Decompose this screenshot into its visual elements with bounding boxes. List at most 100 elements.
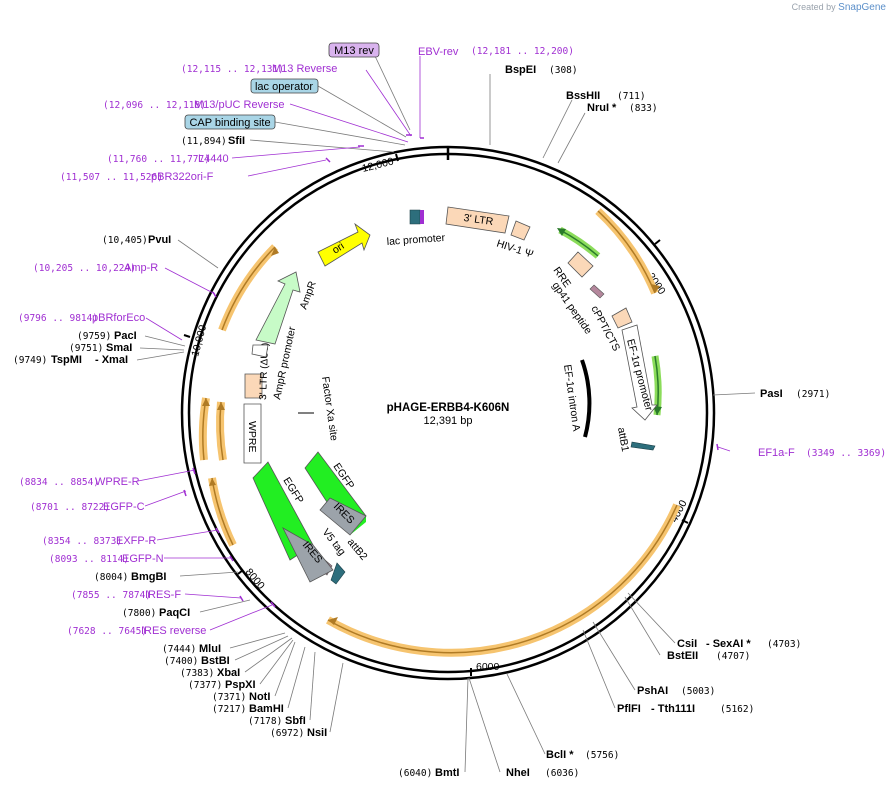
leader-pspxi bbox=[259, 639, 294, 685]
amp-r-coord: (10,205 .. 10,224) bbox=[33, 263, 136, 274]
feature-attb2-label: attB2 bbox=[345, 536, 370, 563]
leader-m13rev bbox=[374, 55, 411, 131]
feature-ef1a-promoter-arrow bbox=[621, 324, 658, 421]
tspmi-coord: (9749) bbox=[13, 355, 47, 366]
nhei-coord: (6036) bbox=[545, 768, 579, 779]
leader-exfp-r bbox=[156, 529, 219, 541]
mlui-label: MluI bbox=[199, 643, 221, 655]
pflfi-coord: (5162) bbox=[720, 704, 754, 715]
feature-3ltr bbox=[445, 206, 510, 234]
primer-tick-egfp-c bbox=[183, 489, 187, 497]
egfp-n-coord: (8093 .. 8114) bbox=[49, 554, 129, 565]
snapgene-credit: Created by SnapGene bbox=[792, 2, 886, 13]
leader-pbr322 bbox=[247, 159, 327, 177]
egfp-n-label: EGFP-N bbox=[122, 553, 164, 565]
bmgbi-coord: (8004) bbox=[94, 572, 128, 583]
lac-operator-badge-label: lac operator bbox=[255, 81, 313, 93]
arc-ef1a-region bbox=[597, 210, 656, 294]
m13puc-coord: (12,096 .. 12,118) bbox=[103, 100, 206, 111]
feature-3ltr-label: 3' LTR bbox=[463, 212, 495, 228]
ires-reverse-label: IRES reverse bbox=[141, 625, 206, 637]
tth111i-label: - Tth111I bbox=[651, 703, 695, 715]
sfii-label: SfiI bbox=[228, 135, 245, 147]
cap-binding-badge bbox=[184, 114, 276, 130]
leader-bmgbi bbox=[179, 571, 239, 577]
pshai-coord: (5003) bbox=[681, 686, 715, 697]
smai-label: SmaI bbox=[106, 342, 132, 354]
feature-ltr-du3-label: 3' LTR (ΔU3) bbox=[258, 342, 271, 400]
pspxi-label: PspXI bbox=[225, 679, 256, 691]
feature-egfp-outer bbox=[252, 461, 314, 561]
leader-bcli bbox=[506, 673, 546, 755]
feature-factor-xa-label: Factor Xa site bbox=[319, 376, 340, 442]
tick-label-12000: 12,000 bbox=[361, 155, 395, 174]
bsshii-coord: (711) bbox=[617, 91, 646, 102]
leader-bsshii bbox=[542, 99, 573, 159]
leader-nrui bbox=[557, 112, 586, 164]
wpre-r-coord: (8834 .. 8854) bbox=[19, 477, 99, 488]
m13-reverse-label: M13 Reverse bbox=[272, 63, 337, 75]
leader-pbrforeco bbox=[145, 317, 183, 341]
bspei-coord: (308) bbox=[549, 65, 578, 76]
feature-lac-promoter-label: lac promoter bbox=[386, 232, 446, 248]
pasi-coord: (2971) bbox=[796, 389, 830, 400]
paqci-label: PaqCI bbox=[159, 607, 190, 619]
ef1a-f-label: EF1a-F bbox=[758, 447, 795, 459]
bspei-label: BspEI bbox=[505, 64, 536, 76]
leader-m13puc bbox=[289, 103, 409, 143]
pasi-label: PasI bbox=[760, 388, 783, 400]
feature-attb2 bbox=[330, 562, 346, 585]
leader-ef1a-f bbox=[717, 446, 731, 452]
leader-paqci bbox=[199, 599, 251, 613]
pbrforeco-coord: (9796 .. 9814) bbox=[18, 313, 98, 324]
plasmid-name: pHAGE-ERBB4-K606N bbox=[387, 402, 510, 414]
m13-reverse-coord: (12,115 .. 12,131) bbox=[181, 64, 284, 75]
l4440-coord: (11,760 .. 11,777) bbox=[107, 154, 210, 165]
leader-tspmi bbox=[136, 351, 185, 361]
exfp-r-label: EXFP-R bbox=[116, 535, 156, 547]
nrui-label: NruI * bbox=[587, 102, 617, 114]
nrui-coord: (833) bbox=[629, 103, 658, 114]
primer-tick-ires-reverse bbox=[270, 601, 276, 608]
leader-ires-f bbox=[184, 593, 242, 599]
cap-binding-badge-label: CAP binding site bbox=[189, 117, 270, 129]
inner-features: 3' LTR HIV-1 Ψ RRE gp41 peptide cPPT/CTS… bbox=[243, 206, 658, 585]
ebv-rev-coord: (12,181 .. 12,200) bbox=[471, 46, 574, 57]
tick-2000 bbox=[654, 239, 661, 245]
leader-amp-r bbox=[164, 267, 216, 295]
leader-smai bbox=[139, 347, 185, 351]
backbone-outer-ring bbox=[180, 145, 716, 681]
bamhi-coord: (7217) bbox=[212, 704, 246, 715]
arrowhead-ltr-inner bbox=[217, 402, 225, 410]
feature-attb1 bbox=[630, 441, 656, 451]
csii-coord: (4703) bbox=[767, 639, 801, 650]
primer-leader-lines bbox=[137, 56, 731, 631]
ires-reverse-coord: (7628 .. 7645) bbox=[67, 626, 147, 637]
primer-tick-wpre-r bbox=[192, 467, 196, 475]
xbai-label: XbaI bbox=[217, 667, 240, 679]
feature-ltr-du3-box bbox=[244, 373, 263, 399]
leader-bmti bbox=[464, 677, 469, 773]
ires-f-coord: (7855 .. 7874) bbox=[71, 590, 151, 601]
feature-attb1-label: attB1 bbox=[615, 426, 631, 452]
outer-arcs bbox=[198, 208, 681, 657]
plasmid-size: 12,391 bp bbox=[424, 415, 473, 427]
amp-r-label: Amp-R bbox=[124, 262, 158, 274]
pvui-label: PvuI bbox=[148, 234, 171, 246]
tspmi-label: TspMI bbox=[51, 354, 82, 366]
paci-coord: (9759) bbox=[77, 331, 111, 342]
bsteii-coord: (4707) bbox=[716, 651, 750, 662]
leader-bstbi bbox=[234, 635, 289, 661]
pbr322-coord: (11,507 .. 11,526) bbox=[60, 172, 163, 183]
arrowhead-erbb4 bbox=[328, 617, 338, 625]
egfp-c-label: EGFP-C bbox=[103, 501, 145, 513]
leader-egfp-c bbox=[144, 490, 187, 507]
feature-ori-arrow bbox=[317, 222, 371, 267]
noti-coord: (7371) bbox=[212, 692, 246, 703]
leader-nhei bbox=[468, 677, 501, 773]
tick-12000 bbox=[395, 153, 399, 162]
primer-ticks bbox=[183, 134, 719, 608]
xmai-label: - XmaI bbox=[95, 354, 128, 366]
leader-lines bbox=[136, 55, 756, 773]
leader-pvui bbox=[177, 239, 219, 269]
